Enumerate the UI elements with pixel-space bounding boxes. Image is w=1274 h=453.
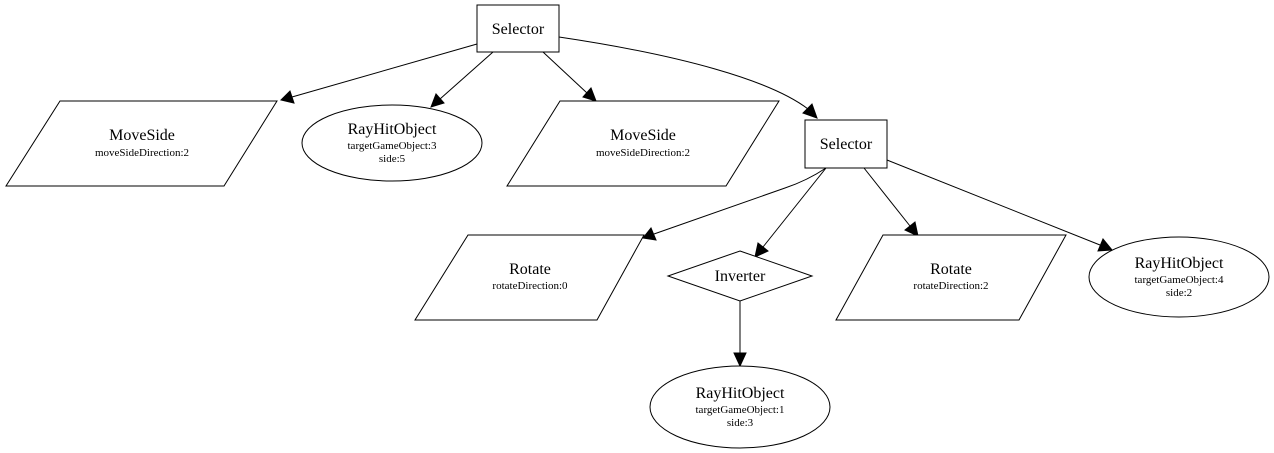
- node-inverter-title: Inverter: [715, 268, 766, 285]
- node-moveside-1-title: MoveSide: [109, 127, 175, 144]
- node-rayhit-1-title: RayHitObject: [348, 121, 437, 138]
- edges: [280, 36, 1113, 368]
- edge-child-to-rayhit-2: [886, 159, 1113, 252]
- node-rotate-1[interactable]: Rotate rotateDirection:0: [414, 234, 645, 321]
- node-rotate-1-param: rotateDirection:0: [492, 280, 568, 292]
- node-moveside-1[interactable]: MoveSide moveSideDirection:2: [5, 100, 278, 187]
- edge-root-to-moveside-1: [280, 43, 478, 104]
- node-rayhit-3[interactable]: RayHitObject targetGameObject:1 side:3: [649, 365, 831, 449]
- node-child-selector-title: Selector: [820, 136, 873, 153]
- node-rayhit-2-param-1: side:2: [1166, 287, 1192, 299]
- edge-root-to-rayhit-1: [430, 51, 494, 108]
- node-rayhit-2-shape: [1088, 236, 1270, 318]
- node-moveside-2-param: moveSideDirection:2: [596, 147, 690, 159]
- edge-child-to-rotate-1: [642, 167, 827, 241]
- node-moveside-2-shape: [506, 100, 780, 187]
- edge-inverter-to-rayhit-3: [733, 300, 747, 368]
- node-rotate-2[interactable]: Rotate rotateDirection:2: [835, 234, 1067, 321]
- node-rayhit-2[interactable]: RayHitObject targetGameObject:4 side:2: [1088, 236, 1270, 318]
- node-rayhit-2-param-0: targetGameObject:4: [1135, 274, 1224, 286]
- node-rayhit-1[interactable]: RayHitObject targetGameObject:3 side:5: [301, 104, 483, 182]
- nodes: Selector MoveSide moveSideDirection:2 Ra…: [5, 4, 1270, 449]
- node-rayhit-1-param-0: targetGameObject:3: [348, 140, 437, 152]
- node-root-selector[interactable]: Selector: [476, 4, 560, 53]
- node-rayhit-3-param-0: targetGameObject:1: [696, 404, 785, 416]
- node-rayhit-3-shape: [649, 365, 831, 449]
- node-rayhit-1-shape: [301, 104, 483, 182]
- node-moveside-1-param: moveSideDirection:2: [95, 147, 189, 159]
- node-rotate-1-shape: [414, 234, 645, 321]
- edge-root-to-child-selector: [558, 36, 818, 119]
- node-child-selector[interactable]: Selector: [804, 119, 888, 169]
- edge-root-to-moveside-2: [542, 51, 597, 102]
- node-rayhit-1-param-1: side:5: [379, 153, 406, 165]
- node-rayhit-2-title: RayHitObject: [1135, 255, 1224, 272]
- node-rotate-2-shape: [835, 234, 1067, 321]
- node-moveside-2-title: MoveSide: [610, 127, 676, 144]
- node-rotate-2-title: Rotate: [930, 261, 972, 278]
- node-inverter-shape: [666, 250, 814, 302]
- node-moveside-2[interactable]: MoveSide moveSideDirection:2: [506, 100, 780, 187]
- node-rotate-2-param: rotateDirection:2: [913, 280, 988, 292]
- node-moveside-1-shape: [5, 100, 278, 187]
- node-root-selector-title: Selector: [492, 21, 545, 38]
- edge-child-to-inverter: [754, 167, 827, 258]
- node-rotate-1-title: Rotate: [509, 261, 551, 278]
- node-rayhit-3-param-1: side:3: [727, 417, 754, 429]
- node-inverter[interactable]: Inverter: [666, 250, 814, 302]
- edge-child-to-rotate-2: [863, 167, 919, 237]
- node-rayhit-3-title: RayHitObject: [696, 385, 785, 402]
- node-child-selector-box: [804, 119, 888, 169]
- node-root-selector-box: [476, 4, 560, 53]
